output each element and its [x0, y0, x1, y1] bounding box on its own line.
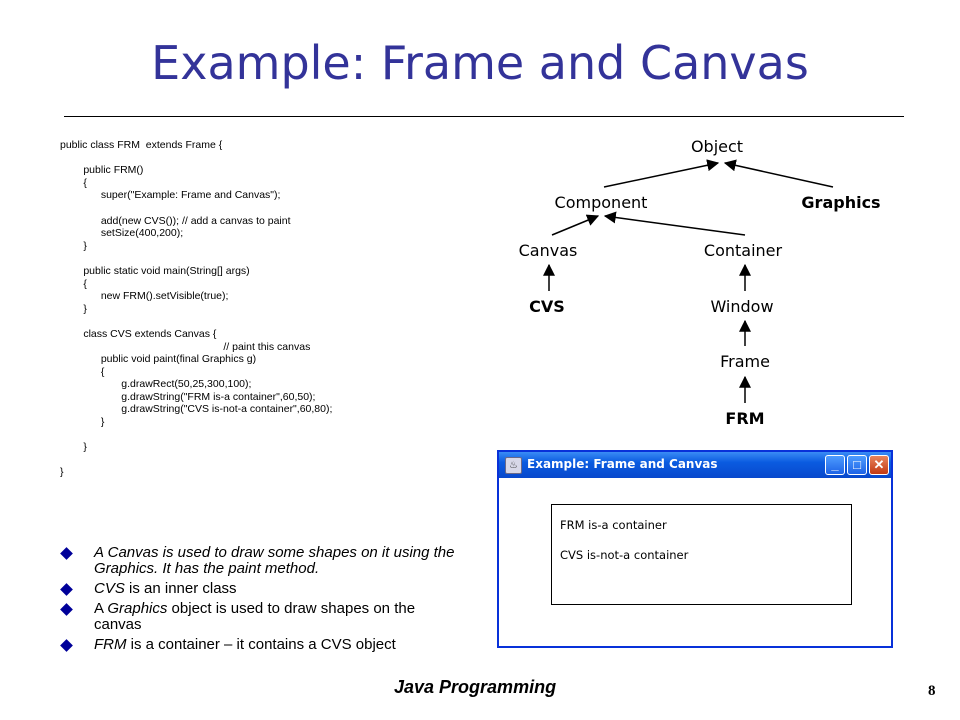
bullet-text: object is used to draw shapes on the can… — [94, 600, 416, 633]
canvas-text-cvs: CVS is-not-a container — [560, 548, 689, 562]
code-line — [60, 152, 332, 165]
arrow-container-component — [603, 211, 746, 236]
code-line: public static void main(String[] args) — [60, 264, 250, 277]
code-line — [60, 315, 332, 328]
code-line — [60, 429, 332, 442]
bullet-text: FRM — [94, 636, 127, 653]
code-line — [60, 454, 332, 467]
node-canvas: Canvas — [518, 241, 578, 260]
arrow-canvas-component — [551, 214, 600, 236]
bullet-text: A — [94, 600, 108, 617]
page-number: 8 — [928, 683, 936, 699]
window-titlebar[interactable]: ♨ Example: Frame and Canvas _ □ ✕ — [499, 452, 891, 478]
node-cvs: CVS — [529, 297, 565, 316]
node-object: Object — [690, 137, 744, 156]
code-line: { — [60, 277, 87, 290]
code-line: } — [60, 302, 87, 315]
minimize-button[interactable]: _ — [825, 455, 845, 475]
code-line: new FRM().setVisible(true); — [60, 290, 229, 303]
code-line: public FRM() — [60, 164, 144, 177]
canvas-text-frm: FRM is-a container — [560, 518, 667, 532]
code-line: setSize(400,200); — [60, 227, 184, 240]
code-line — [60, 252, 332, 265]
code-line: // paint this canvas — [60, 340, 311, 353]
frame-window: ♨ Example: Frame and Canvas _ □ ✕ FRM is… — [497, 450, 893, 648]
java-app-icon: ♨ — [505, 457, 522, 474]
diamond-bullet-icon — [60, 603, 73, 616]
diamond-bullet-icon — [60, 639, 73, 652]
code-listing: public class FRM extends Frame { public … — [60, 139, 332, 479]
code-line: g.drawRect(50,25,300,100); — [60, 378, 252, 391]
code-line: class CVS extends Canvas { — [60, 327, 217, 340]
node-component: Component — [554, 193, 648, 212]
slide-title: Example: Frame and Canvas — [151, 36, 809, 90]
drawn-rectangle — [551, 504, 852, 605]
window-title: Example: Frame and Canvas — [527, 457, 718, 471]
code-line: g.drawString("FRM is-a container",60,50)… — [60, 390, 316, 403]
code-line: { — [60, 176, 87, 189]
maximize-button[interactable]: □ — [847, 455, 867, 475]
code-line: } — [60, 416, 105, 429]
arrow-component-object — [603, 159, 720, 188]
code-line — [60, 202, 332, 215]
bullet-text: A Canvas is used to draw some shapes on … — [94, 544, 455, 577]
code-line: public class FRM extends Frame { — [60, 139, 223, 151]
code-line: } — [60, 239, 87, 252]
close-button[interactable]: ✕ — [869, 455, 889, 475]
bullet-item: CVS is an inner class — [60, 580, 462, 597]
node-frm: FRM — [725, 409, 765, 428]
node-window: Window — [710, 297, 774, 316]
title-divider — [64, 116, 904, 117]
bullet-item: A Graphics object is used to draw shapes… — [60, 600, 462, 633]
code-line: { — [60, 365, 105, 378]
diamond-bullet-icon — [60, 583, 73, 596]
node-container: Container — [703, 241, 783, 260]
bullet-text: Graphics — [107, 600, 168, 617]
footer-course-title: Java Programming — [394, 677, 557, 697]
bullet-text: is a container – it contains a CVS objec… — [126, 636, 396, 653]
node-graphics: Graphics — [801, 193, 881, 212]
node-frame: Frame — [720, 352, 770, 371]
code-line: g.drawString("CVS is-not-a container",60… — [60, 403, 333, 416]
bullet-item: FRM is a container – it contains a CVS o… — [60, 636, 462, 653]
bullet-list: A Canvas is used to draw some shapes on … — [60, 544, 462, 657]
bullet-item: A Canvas is used to draw some shapes on … — [60, 544, 462, 577]
code-line: super("Example: Frame and Canvas"); — [60, 189, 281, 202]
code-line: } — [60, 466, 64, 479]
code-line: } — [60, 441, 87, 454]
arrow-graphics-object — [723, 159, 834, 188]
bullet-text: CVS — [94, 580, 125, 597]
code-line: public void paint(final Graphics g) — [60, 353, 257, 366]
code-line: add(new CVS()); // add a canvas to paint — [60, 214, 291, 227]
bullet-text: is an inner class — [124, 580, 237, 597]
diamond-bullet-icon — [60, 547, 73, 560]
